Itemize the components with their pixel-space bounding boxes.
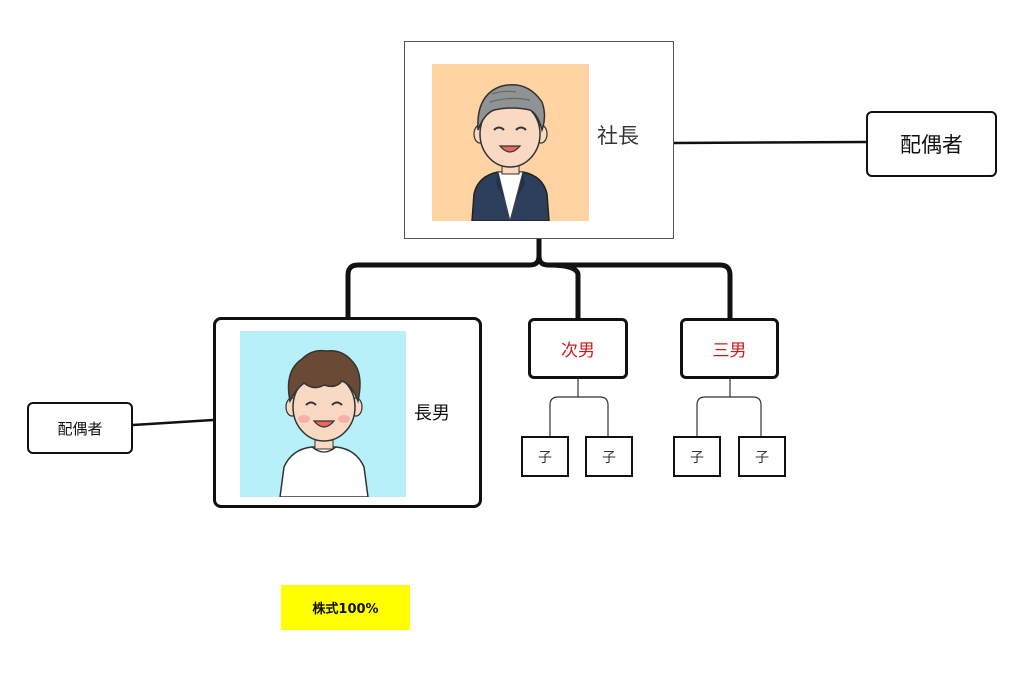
eldest-spouse-node[interactable]: 配偶者 xyxy=(27,402,133,454)
ceo-label: 社長 xyxy=(597,124,639,148)
eldest-son-node[interactable]: 長男 xyxy=(213,317,482,508)
third-son-node[interactable]: 三男 xyxy=(680,318,779,379)
grandchild-node[interactable]: 子 xyxy=(673,436,721,477)
shares-badge: 株式100% xyxy=(281,585,410,630)
businessman-avatar-icon xyxy=(432,64,589,221)
grandchild-node[interactable]: 子 xyxy=(738,436,786,477)
second-son-node[interactable]: 次男 xyxy=(528,318,628,379)
grandchild-node[interactable]: 子 xyxy=(521,436,569,477)
eldest-son-label: 長男 xyxy=(414,403,450,424)
ceo-spouse-node[interactable]: 配偶者 xyxy=(866,111,997,177)
young-man-avatar-icon xyxy=(240,331,406,497)
ceo-node[interactable]: 社長 xyxy=(404,41,674,239)
grandchild-node[interactable]: 子 xyxy=(585,436,633,477)
